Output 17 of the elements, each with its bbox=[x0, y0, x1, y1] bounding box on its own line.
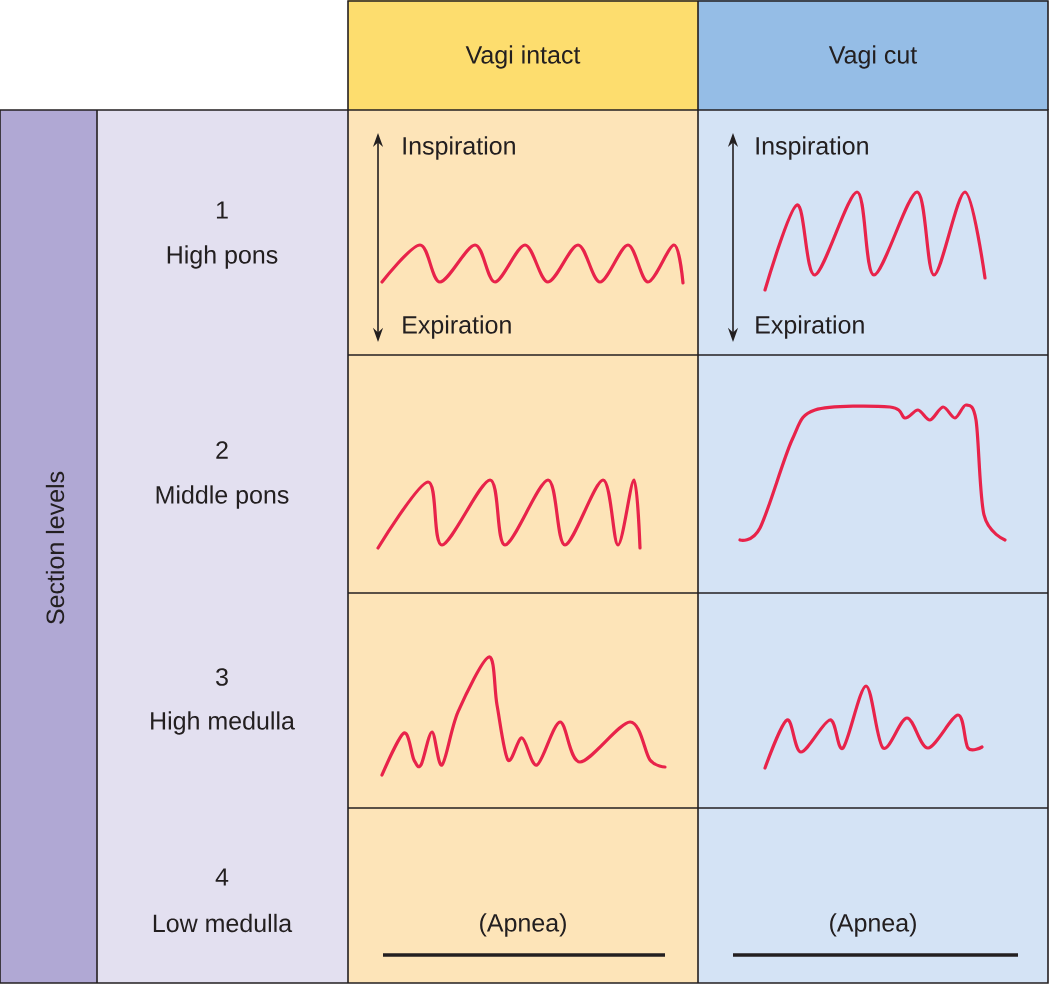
axis-label: Expiration bbox=[756, 315, 864, 339]
axis-label: Expiration bbox=[403, 315, 511, 339]
row-label: Low medulla bbox=[153, 913, 293, 933]
axis-label: Inspiration bbox=[403, 136, 515, 160]
axis-label: Inspiration bbox=[756, 136, 868, 160]
column-header: Vagi intact bbox=[348, 0, 698, 110]
row-number: 1 bbox=[216, 201, 228, 219]
cell-text: (Apnea) bbox=[480, 913, 566, 937]
row-header: Section levels bbox=[0, 110, 97, 983]
column-header: Vagi cut bbox=[698, 0, 1048, 110]
row-label: Middle pons bbox=[156, 485, 289, 509]
row-label: High pons bbox=[167, 245, 278, 269]
row-number: 4 bbox=[215, 868, 229, 886]
cell-text: (Apnea) bbox=[830, 913, 916, 937]
row-label: High medulla bbox=[151, 711, 295, 735]
row-number: 2 bbox=[216, 441, 228, 459]
row-number: 3 bbox=[216, 668, 228, 686]
